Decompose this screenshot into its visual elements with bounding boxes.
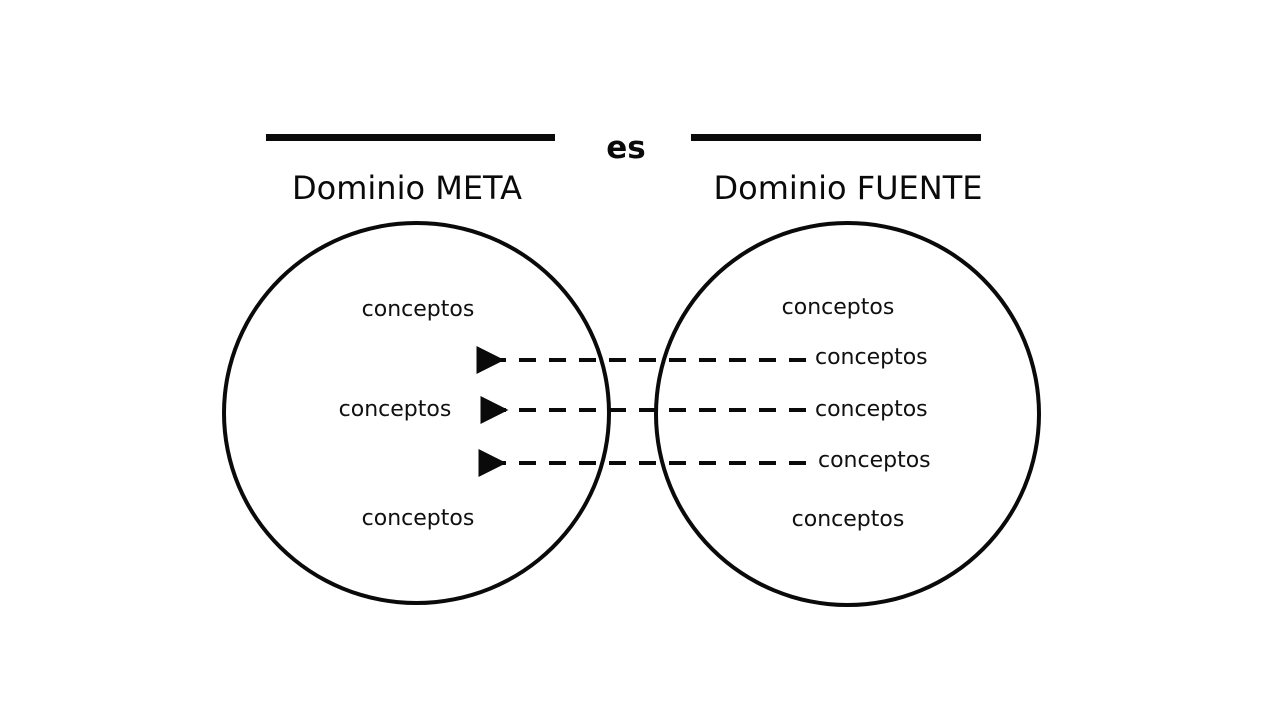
meta-concept-item: conceptos xyxy=(361,506,475,531)
meta-domain-rule xyxy=(266,134,555,141)
fuente-domain-rule xyxy=(691,134,981,141)
fuente-concept-item: conceptos xyxy=(818,448,931,473)
fuente-concept-item: conceptos xyxy=(815,345,928,370)
fuente-domain-circle xyxy=(654,221,1041,607)
meta-concept-item: conceptos xyxy=(361,297,475,322)
fuente-domain-title: Dominio FUENTE xyxy=(713,169,983,207)
fuente-concept-item: conceptos xyxy=(815,397,928,422)
meta-domain-title: Dominio META xyxy=(292,169,522,207)
meta-concept-item: conceptos xyxy=(338,397,452,422)
fuente-concept-item: conceptos xyxy=(791,507,905,532)
fuente-concept-item: conceptos xyxy=(781,295,895,320)
meta-domain-circle xyxy=(222,221,611,605)
connective-label: es xyxy=(606,130,646,166)
